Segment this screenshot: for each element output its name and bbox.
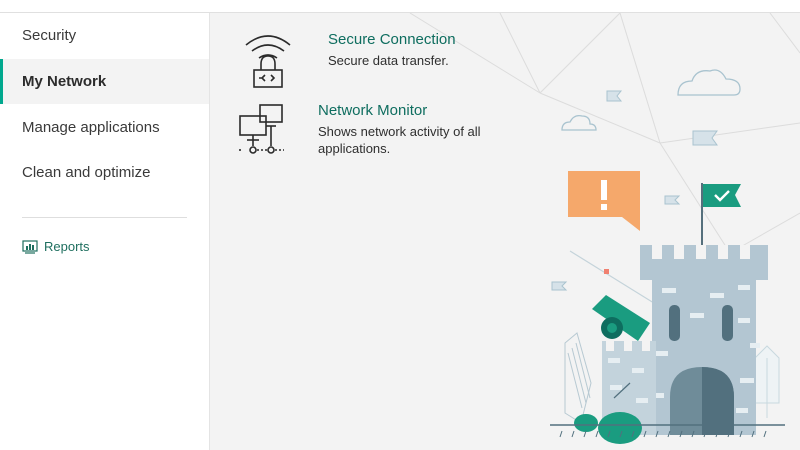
sidebar-item-manage-applications[interactable]: Manage applications — [0, 105, 209, 150]
castle-tower — [640, 245, 768, 435]
sidebar-item-security[interactable]: Security — [0, 13, 209, 58]
sidebar-divider — [22, 217, 187, 218]
castle-illustration — [409, 13, 800, 444]
sidebar-item-clean-and-optimize[interactable]: Clean and optimize — [0, 150, 209, 195]
feature-title: Secure Connection — [328, 31, 456, 48]
reports-link[interactable]: Reports — [22, 239, 90, 254]
sidebar-item-label: Manage applications — [22, 119, 160, 136]
secure-connection-feature[interactable]: Secure Connection Secure data transfer. — [238, 31, 503, 91]
alert-bubble — [568, 171, 640, 231]
sidebar-item-label: My Network — [22, 73, 107, 90]
reports-label: Reports — [44, 239, 90, 254]
feature-description: Shows network activity of all applicatio… — [318, 124, 481, 156]
sidebar-item-my-network[interactable]: My Network — [0, 59, 209, 104]
window-top-bar — [0, 0, 800, 13]
sidebar-item-label: Security — [22, 27, 77, 44]
feature-description: Secure data transfer. — [328, 53, 449, 68]
network-monitor-text: Network Monitor Shows network activity o… — [318, 102, 493, 162]
network-monitor-feature[interactable]: Network Monitor Shows network activity o… — [228, 102, 493, 162]
cannon-icon — [592, 295, 650, 341]
network-monitor-icon — [239, 104, 284, 154]
cloud-icon — [561, 69, 741, 131]
sidebar: Security My Network Manage applications … — [0, 13, 210, 450]
bar-chart-icon — [22, 239, 38, 254]
sidebar-item-label: Clean and optimize — [22, 164, 151, 181]
secure-connection-text: Secure Connection Secure data transfer. — [328, 31, 503, 91]
flag-check-icon — [701, 183, 741, 259]
feature-title: Network Monitor — [318, 102, 428, 119]
main-content: Secure Connection Secure data transfer. … — [210, 13, 800, 450]
wifi-lock-icon — [245, 35, 291, 88]
